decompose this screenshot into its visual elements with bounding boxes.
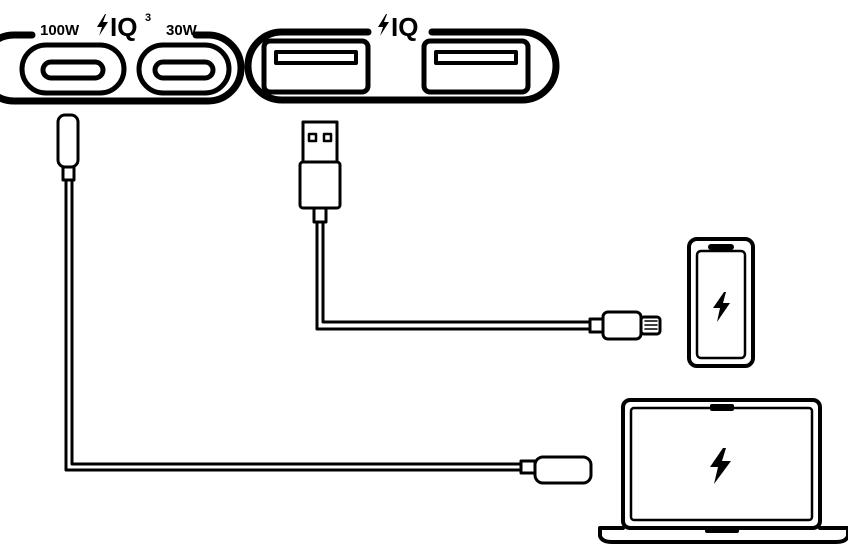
charger-right-outline	[244, 28, 560, 104]
lightning-cable-line-outer	[315, 220, 592, 331]
usb-c-strain-relief-top	[61, 165, 76, 182]
usb-c-plug-top	[56, 113, 80, 169]
phone-notch	[708, 244, 734, 250]
iq-brand-text: IQ	[110, 12, 137, 42]
bolt-icon	[97, 14, 108, 36]
iq-logo: IQ	[378, 12, 418, 42]
iq-brand-text: IQ	[391, 12, 418, 42]
usb-a-plug-hole-1	[307, 132, 318, 143]
laptop-base	[598, 526, 848, 544]
iq-superscript: 3	[145, 12, 151, 24]
laptop-notch	[710, 404, 734, 411]
port-100w-label: 100W	[40, 22, 80, 39]
lightning-strain-relief	[588, 317, 605, 334]
usb-c-port-30w	[136, 42, 232, 96]
phone-icon	[687, 237, 755, 368]
phone-screen	[695, 249, 747, 360]
bolt-icon	[378, 14, 389, 36]
charging-bolt-icon	[710, 448, 731, 484]
iq3-logo: IQ 3	[97, 12, 151, 42]
laptop-base-indent	[705, 528, 739, 533]
usb-a-port-2	[421, 38, 531, 95]
usb-c-charger: 100W IQ 3 30W	[0, 12, 245, 105]
usb-a-port-1	[261, 38, 371, 95]
laptop-icon	[598, 398, 848, 544]
port-30w-label: 30W	[166, 22, 198, 39]
usb-a-charger: IQ	[244, 12, 560, 104]
usb-c-plug-end	[533, 455, 593, 485]
charging-bolt-icon	[713, 292, 730, 322]
usb-c-cable-line-inner	[70, 178, 523, 466]
usb-c-strain-relief-end	[519, 459, 537, 475]
usb-a-plug-hole-2	[322, 132, 333, 143]
usb-a-lightning-cable	[298, 120, 662, 341]
usb-c-cable-line-outer	[64, 178, 523, 472]
usb-a-strain-relief	[312, 206, 328, 224]
usb-a-plug-body	[298, 160, 342, 210]
phone-body	[687, 237, 755, 368]
lightning-cable-line-inner	[321, 220, 592, 324]
usb-a-plug-metal	[301, 120, 339, 164]
lightning-plug-tip	[639, 315, 662, 336]
usb-c-port-100w	[19, 42, 127, 96]
usb-c-cable	[56, 113, 593, 485]
lightning-plug-body	[601, 310, 643, 341]
charger-left-outline	[0, 31, 245, 105]
